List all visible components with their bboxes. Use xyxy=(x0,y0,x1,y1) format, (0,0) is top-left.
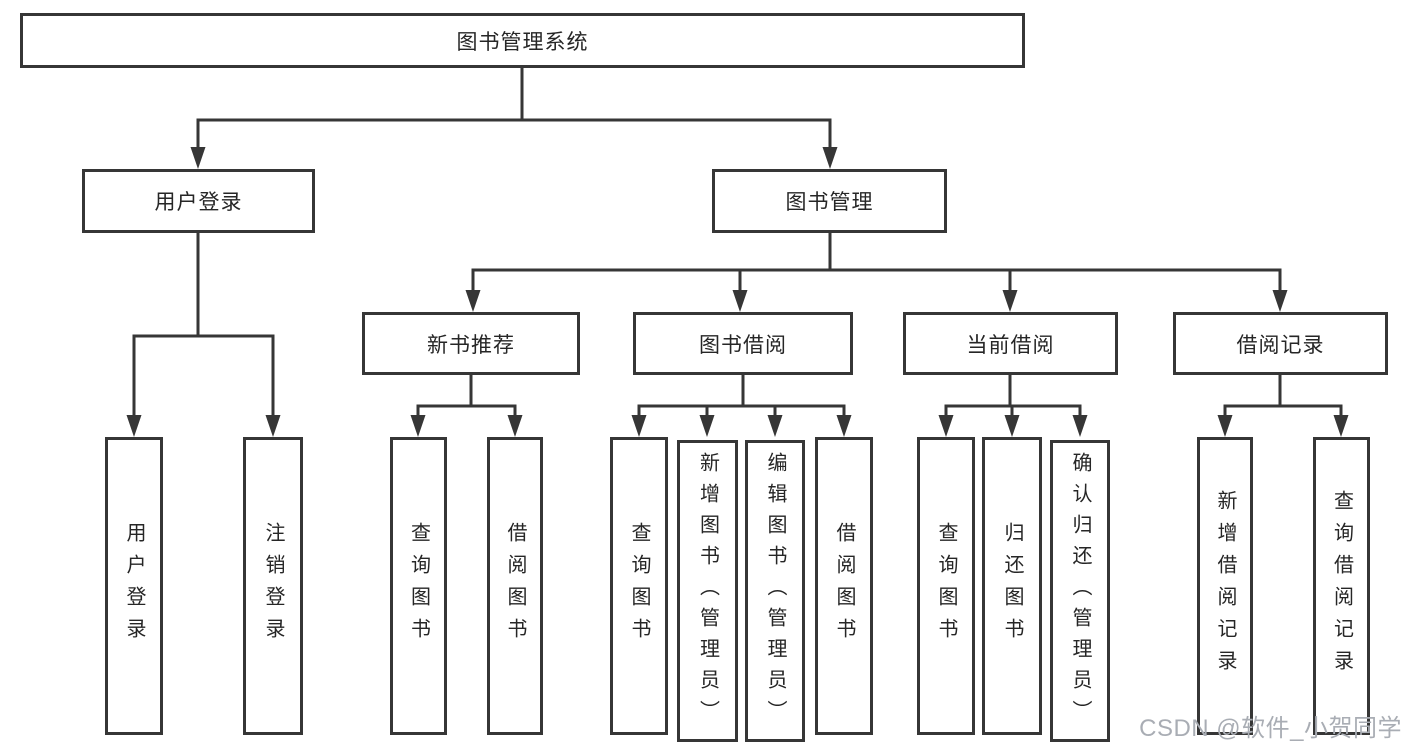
leaf-add-books-admin-label: 新增图书（管理员） xyxy=(696,451,719,731)
leaf-borrow-borrow-books: 借阅图书 xyxy=(815,437,873,735)
leaf-edit-books-admin: 编辑图书（管理员） xyxy=(745,440,805,742)
leaf-user-login-label: 用户登录 xyxy=(123,522,145,650)
csdn-watermark: CSDN @软件_小贺同学 xyxy=(1139,715,1402,742)
leaf-borrow-query-books-label: 查询图书 xyxy=(628,522,650,650)
leaf-logout-label: 注销登录 xyxy=(262,522,284,650)
leaf-confirm-return-admin: 确认归还（管理员） xyxy=(1050,440,1110,742)
leaf-logout: 注销登录 xyxy=(243,437,303,735)
leaf-user-login: 用户登录 xyxy=(105,437,163,735)
connector-borrowrecord-to-leaves xyxy=(1223,375,1343,420)
connector-currentborrow-to-leaves xyxy=(944,375,1082,420)
connector-bookmgmt-to-level3 xyxy=(471,233,1282,293)
leaf-newbook-query-books-label: 查询图书 xyxy=(407,522,430,650)
node-book-management: 图书管理 xyxy=(712,169,947,233)
leaf-current-query-books-label: 查询图书 xyxy=(935,522,957,650)
leaf-newbook-borrow-books: 借阅图书 xyxy=(487,437,543,735)
leaf-edit-books-admin-label: 编辑图书（管理员） xyxy=(764,451,786,731)
node-user-login: 用户登录 xyxy=(82,169,315,233)
leaf-newbook-borrow-books-label: 借阅图书 xyxy=(504,522,526,650)
connector-bookborrow-to-leaves xyxy=(637,375,846,420)
arrowheads xyxy=(126,147,1349,437)
node-current-borrow: 当前借阅 xyxy=(903,312,1118,375)
leaf-query-borrow-record: 查询借阅记录 xyxy=(1313,437,1370,735)
leaf-query-borrow-record-label: 查询借阅记录 xyxy=(1330,490,1353,682)
leaf-add-books-admin: 新增图书（管理员） xyxy=(677,440,738,742)
node-book-borrow: 图书借阅 xyxy=(633,312,853,375)
leaf-current-query-books: 查询图书 xyxy=(917,437,975,735)
leaf-borrow-query-books: 查询图书 xyxy=(610,437,668,735)
leaf-add-borrow-record-label: 新增借阅记录 xyxy=(1214,490,1236,682)
connector-newbook-to-leaves xyxy=(416,375,517,420)
leaf-return-books: 归还图书 xyxy=(982,437,1042,735)
connector-userlogin-to-leaves xyxy=(132,233,275,420)
node-borrow-records: 借阅记录 xyxy=(1173,312,1388,375)
node-root-library-system: 图书管理系统 xyxy=(20,13,1025,68)
leaf-return-books-label: 归还图书 xyxy=(1001,522,1023,650)
node-new-book-recommend: 新书推荐 xyxy=(362,312,580,375)
leaf-add-borrow-record: 新增借阅记录 xyxy=(1197,437,1253,735)
leaf-borrow-borrow-books-label: 借阅图书 xyxy=(833,522,855,650)
connector-root-to-level2 xyxy=(196,68,832,150)
leaf-newbook-query-books: 查询图书 xyxy=(390,437,447,735)
leaf-confirm-return-admin-label: 确认归还（管理员） xyxy=(1069,451,1091,731)
